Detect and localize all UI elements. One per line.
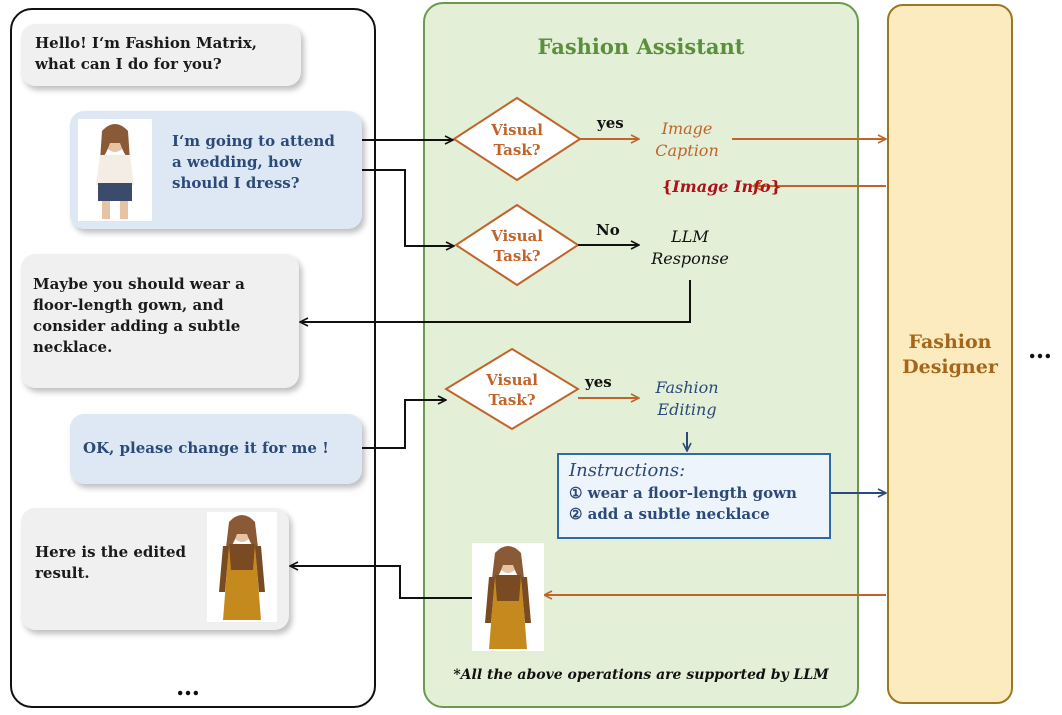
fashion-designer-label-line-2: Designer — [902, 356, 998, 378]
llm-support-note: *All the above operations are supported … — [453, 667, 829, 683]
result-bubble: Here is the edited result. — [21, 508, 289, 630]
decision-1-label-line-1: Visual — [491, 121, 543, 139]
user-edit-request-bubble: OK, please change it for me ! — [70, 414, 362, 484]
user-photo — [78, 119, 152, 221]
user-query-line-3: should I dress? — [172, 174, 300, 192]
fashion-designer-panel — [887, 4, 1013, 704]
decision-2-label-line-2: Task? — [493, 247, 541, 265]
decision-1-label: Visual Task? — [477, 120, 557, 160]
decision-diamond-1 — [452, 96, 582, 182]
image-caption-node: Image Caption — [641, 118, 733, 162]
greeting-bubble: Hello! I‘m Fashion Matrix, what can I do… — [21, 24, 301, 86]
instruction-item-2: ② add a subtle necklace — [569, 505, 770, 523]
image-info-open-brace: { — [662, 177, 673, 196]
llm-response-line-2: Response — [651, 249, 729, 268]
image-caption-line-1: Image — [661, 119, 713, 138]
edited-result-photo — [207, 512, 277, 622]
decision-1-label-line-2: Task? — [493, 141, 541, 159]
llm-response-line-1: LLM — [671, 227, 709, 246]
arrow-query-to-decision-2 — [362, 169, 454, 246]
arrow-edit-request-to-decision-3 — [362, 400, 446, 449]
generated-result-image — [472, 543, 544, 651]
edge-label-yes-2: yes — [585, 373, 612, 391]
fashion-assistant-title: Fashion Assistant — [537, 34, 745, 59]
assistant-reply-bubble: Maybe you should wear a floor-length gow… — [21, 254, 299, 388]
image-info-text: Image Info — [672, 177, 771, 196]
decision-3-label-line-1: Visual — [486, 371, 538, 389]
result-line-2: result. — [35, 564, 90, 582]
user-query-line-2: a wedding, how — [172, 153, 302, 171]
instructions-box: Instructions: ① wear a floor-length gown… — [557, 453, 831, 539]
outside-ellipsis: … — [1028, 335, 1054, 364]
assistant-reply-line-3: consider adding a subtle — [33, 317, 241, 335]
fashion-designer-label-line-1: Fashion — [908, 331, 992, 353]
decision-2-label-line-1: Visual — [491, 227, 543, 245]
image-caption-line-2: Caption — [655, 141, 719, 160]
image-info-close-brace: } — [770, 177, 781, 196]
image-info-node: {Image Info} — [662, 177, 781, 196]
fashion-editing-line-2: Editing — [657, 400, 717, 419]
fashion-editing-line-1: Fashion — [655, 378, 719, 397]
result-line-1: Here is the edited — [35, 543, 187, 561]
chat-ellipsis: … — [176, 672, 202, 701]
edge-label-yes-1: yes — [597, 114, 624, 132]
fashion-editing-node: Fashion Editing — [640, 377, 734, 421]
instructions-title: Instructions: — [569, 460, 686, 481]
llm-response-node: LLM Response — [645, 226, 735, 270]
edge-label-no: No — [596, 221, 620, 239]
assistant-reply-line-1: Maybe you should wear a — [33, 275, 245, 293]
user-query-bubble: I‘m going to attend a wedding, how shoul… — [70, 111, 362, 229]
fashion-designer-label: Fashion Designer — [887, 330, 1013, 380]
instruction-item-1: ① wear a floor-length gown — [569, 484, 797, 502]
user-edit-request-text: OK, please change it for me ! — [83, 439, 329, 457]
greeting-line-1: Hello! I‘m Fashion Matrix, — [35, 34, 258, 52]
arrow-result-image-to-bubble — [290, 566, 472, 599]
greeting-line-2: what can I do for you? — [35, 55, 222, 73]
user-query-line-1: I‘m going to attend — [172, 132, 335, 150]
assistant-reply-line-4: necklace. — [33, 338, 113, 356]
decision-diamond-3 — [444, 347, 580, 431]
decision-diamond-2 — [454, 203, 580, 287]
decision-3-label: Visual Task? — [472, 370, 552, 410]
arrow-llm-to-reply — [300, 280, 691, 322]
assistant-reply-line-2: floor-length gown, and — [33, 296, 224, 314]
decision-3-label-line-2: Task? — [488, 391, 536, 409]
decision-2-label: Visual Task? — [477, 226, 557, 266]
